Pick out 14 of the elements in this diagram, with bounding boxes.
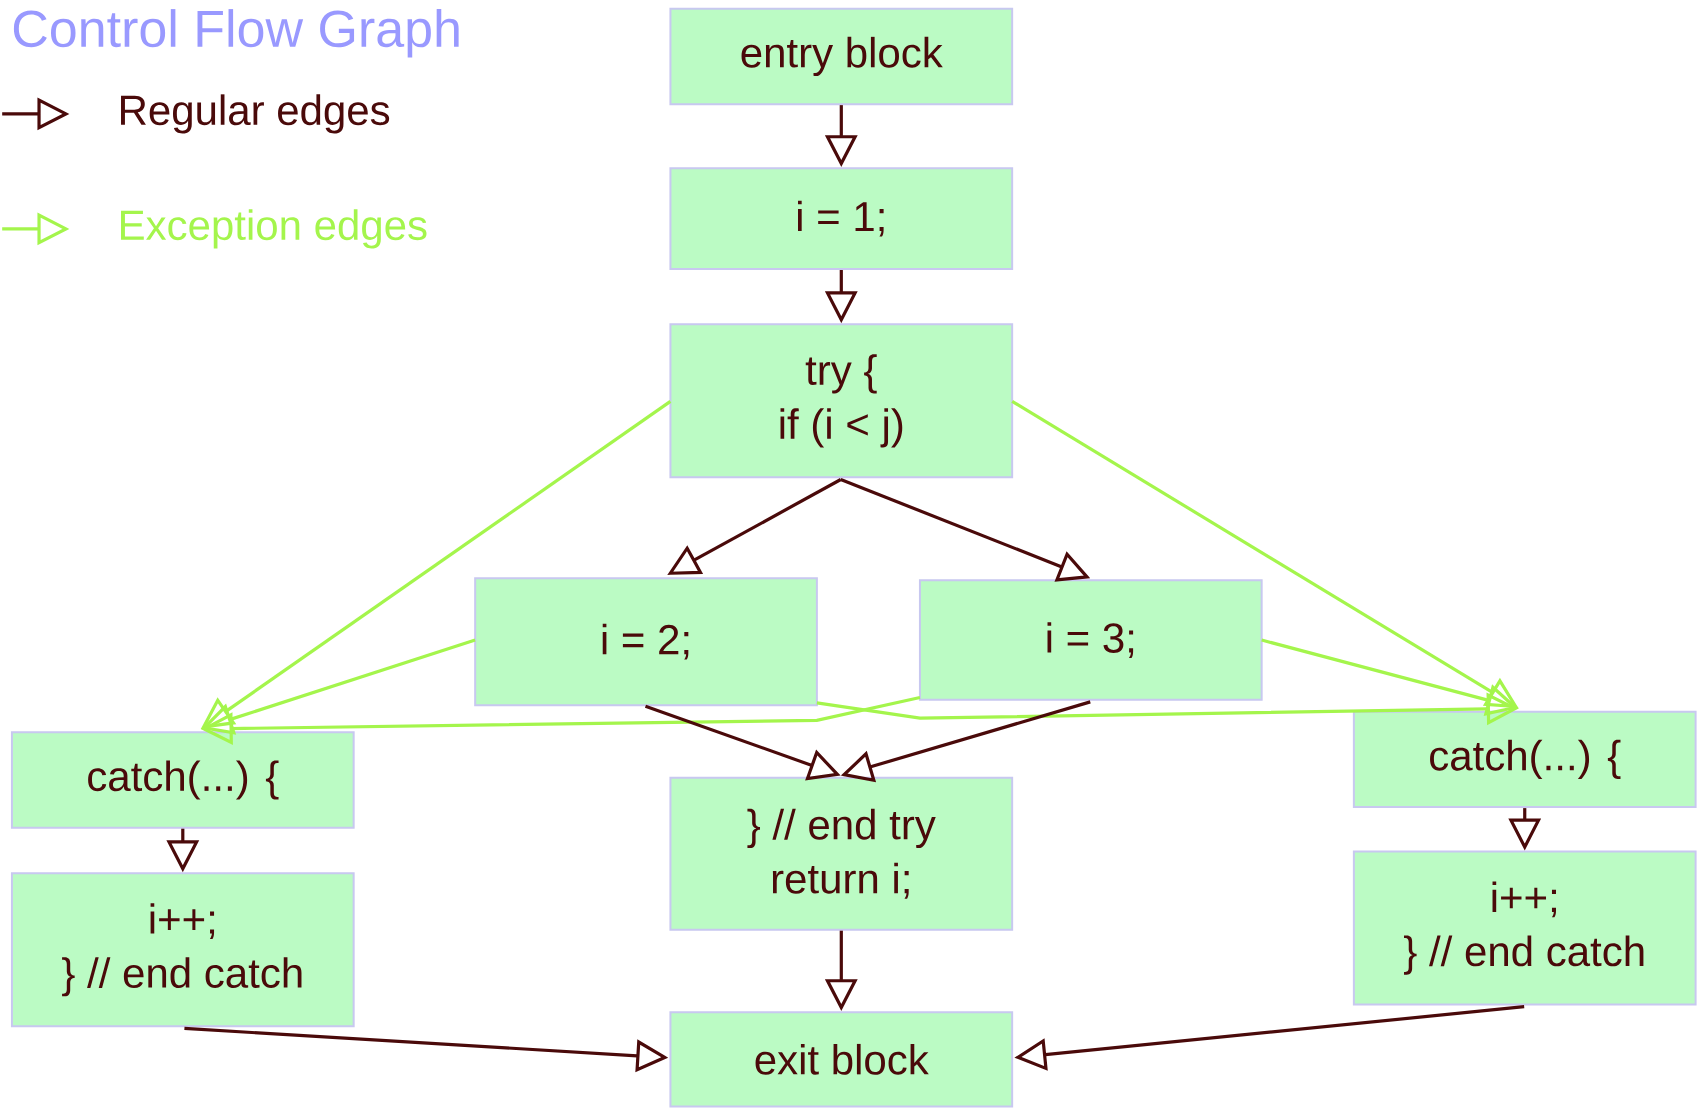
- code-box: exit block: [669, 1011, 1014, 1108]
- code-box: i++; } // end catch: [10, 872, 355, 1028]
- code-box: } // end try return i;: [669, 776, 1014, 931]
- code-box: entry block: [669, 7, 1014, 106]
- code-box: catch(...) {: [10, 731, 355, 829]
- title: Control Flow Graph: [13, 9, 459, 58]
- code-box: i = 3;: [918, 579, 1263, 701]
- code-box: catch(...) {: [1352, 710, 1697, 809]
- legend-label: Exception edges: [121, 209, 427, 249]
- code-box: try { if (i < j): [669, 323, 1014, 479]
- legend-label: Regular edges: [121, 94, 390, 134]
- code-box: i++; } // end catch: [1352, 850, 1697, 1006]
- code-box: i = 1;: [669, 167, 1014, 271]
- code-box: i = 2;: [474, 577, 818, 707]
